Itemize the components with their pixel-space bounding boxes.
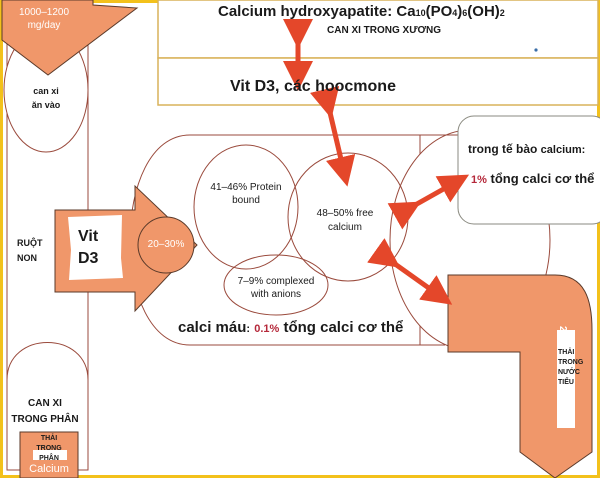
- blood-cell-arrow: [387, 174, 470, 230]
- protein-bound-circle: [193, 144, 299, 270]
- formula-text: (PO: [425, 3, 453, 20]
- feces-box-line: TRONG: [36, 445, 62, 452]
- hormones-label: Vit D3, các hoocmone: [230, 78, 396, 95]
- intake-arrow: [1, 0, 139, 76]
- blood-caption-sep: :: [246, 323, 251, 335]
- feces-label-line: CAN XI: [28, 398, 62, 409]
- formula-sub: 10: [415, 8, 426, 18]
- cell-title: trong tế bào calcium:: [468, 142, 585, 156]
- blood-caption: calci máu: 0.1% tổng calci cơ thể: [178, 319, 403, 336]
- blood-caption-prefix: calci máu: [178, 319, 247, 336]
- feces-label: CAN XI TRONG PHÂN: [4, 396, 86, 428]
- vitd3-label: Vit D3: [78, 226, 98, 270]
- feces-label-patch: [33, 450, 67, 460]
- hormones-box: [157, 57, 599, 106]
- intestine-label-line: RUỘT: [17, 238, 43, 248]
- complexed-line: with anions: [250, 289, 302, 300]
- formula-sub: 4: [452, 8, 458, 18]
- blood-caption-suffix: tổng calci cơ thể: [283, 319, 404, 336]
- free-calcium-line: 48–50% free: [316, 208, 374, 219]
- formula-text: (OH): [467, 3, 500, 20]
- feces-box-line: PHÂN: [39, 455, 59, 462]
- complexed-ellipse: [223, 254, 329, 316]
- intake-amount-line: 1000–1200: [18, 7, 70, 18]
- cell-suffix: tổng calci cơ thể: [490, 171, 595, 186]
- cell-percent: 1%: [471, 174, 487, 186]
- vitd3-line: D3: [78, 250, 99, 267]
- intake-label-line: can xi: [33, 86, 59, 96]
- cell-title-suffix: calcium:: [540, 144, 586, 156]
- formula-text: ): [457, 3, 463, 20]
- feces-label-line: TRONG PHÂN: [11, 414, 79, 425]
- bone-formula: Calcium hydroxyapatite: Ca10(PO4)6(OH)2: [218, 3, 505, 20]
- urine-label-line: NƯỚC: [558, 369, 580, 376]
- stray-dot: [534, 48, 538, 52]
- hormone-blood-arrow: [309, 85, 356, 187]
- protein-bound-line: bound: [232, 195, 260, 206]
- free-calcium-line: calcium: [328, 222, 362, 233]
- intestine-label: RUỘT NON: [17, 236, 43, 266]
- intestine-label-line: NON: [17, 253, 37, 263]
- urine-label-line: TIỂU: [558, 379, 574, 386]
- urine-arrow: [447, 274, 593, 478]
- urine-label: THẢI TRONG NƯỚC TIỂU: [558, 348, 583, 388]
- vitd3-line: Vit: [78, 228, 99, 245]
- formula-sub: 6: [462, 8, 468, 18]
- blood-caption-percent: 0.1%: [254, 323, 280, 335]
- intake-label-line: ăn vào: [31, 100, 61, 110]
- formula-sub: 2: [499, 8, 505, 18]
- complexed-label: 7–9% complexed with anions: [226, 275, 326, 301]
- cell-title-text: trong tế bào: [468, 142, 538, 156]
- bone-label: CAN XI TRONG XƯƠNG: [327, 25, 442, 36]
- absorption-circle: [137, 216, 195, 274]
- urine-label-patch: [557, 330, 575, 428]
- blood-urine-arrow: [367, 238, 453, 305]
- protein-bound-line: 41–46% Protein: [210, 182, 282, 193]
- intake-amount-line: mg/day: [27, 20, 61, 31]
- intake-amount: 1000–1200 mg/day: [10, 6, 78, 32]
- intake-label: can xi ăn vào: [20, 84, 72, 112]
- urine-label-line: THẢI: [558, 349, 575, 356]
- protein-bound-label: 41–46% Protein bound: [196, 181, 296, 207]
- vitd3-patch: [68, 215, 123, 280]
- complexed-line: 7–9% complexed: [237, 276, 315, 287]
- absorption-percent: 20–30%: [147, 239, 185, 250]
- urine-label-line: TRONG: [558, 359, 584, 366]
- free-calcium-label: 48–50% free calcium: [300, 207, 390, 235]
- cell-percent-line: 1% tổng calci cơ thể: [471, 171, 594, 186]
- formula-text: Calcium hydroxyapatite: Ca: [218, 3, 416, 20]
- cell-box: [457, 115, 600, 225]
- feces-box-caption: Calcium: [29, 463, 69, 475]
- feces-box-line: THẢI: [40, 435, 58, 442]
- feces-box-label: THẢI TRONG PHÂN: [22, 434, 76, 464]
